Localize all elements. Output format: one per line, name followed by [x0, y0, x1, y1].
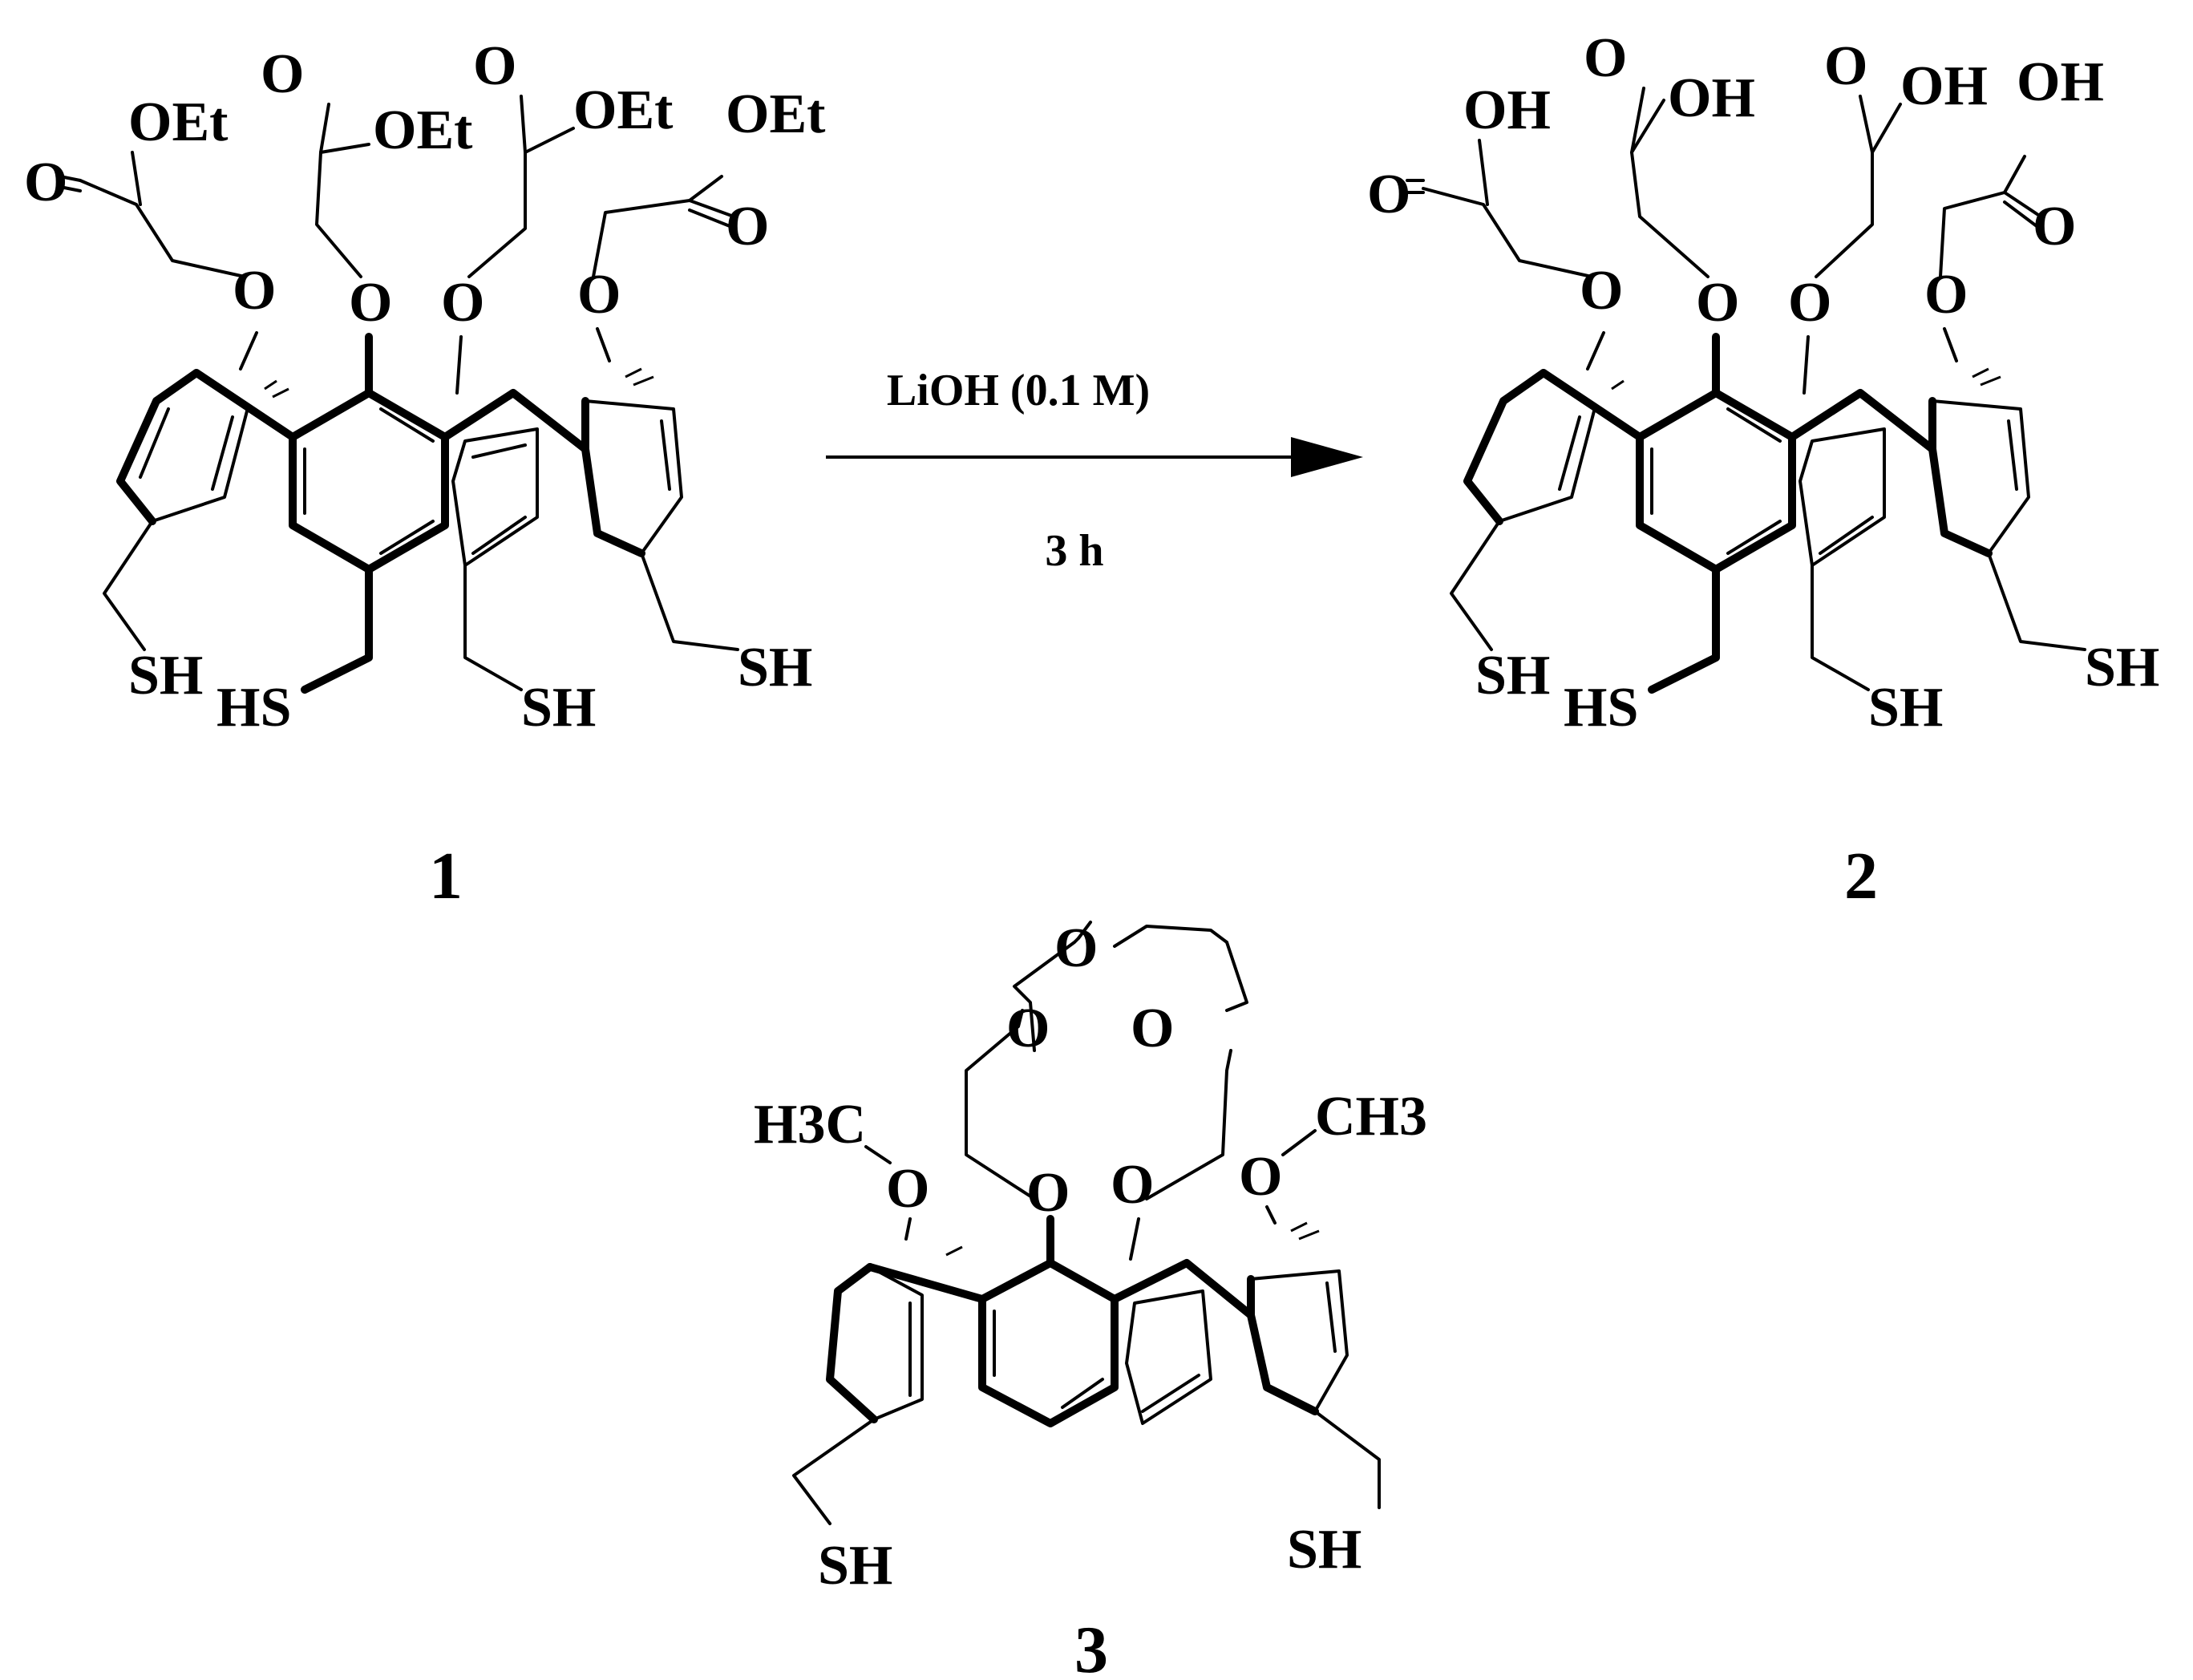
acid-group: OH	[1900, 55, 1988, 117]
ester-group: OEt	[128, 91, 228, 153]
ester-group: OEt	[573, 79, 673, 141]
oxygen-atom: O	[577, 264, 621, 326]
carbonyl-oxygen: O	[261, 43, 304, 105]
thiol-group: HS	[216, 677, 291, 739]
thiol-group: SH	[818, 1535, 892, 1597]
thiol-group: SH	[128, 645, 203, 706]
carbonyl-oxygen: O	[473, 35, 516, 97]
oxygen-atom: O	[1131, 998, 1174, 1059]
oxygen-atom: O	[1111, 1154, 1154, 1216]
oxygen-atom: O	[886, 1158, 929, 1220]
oxygen-atom: O	[233, 260, 276, 322]
oxygen-atom: O	[1696, 272, 1739, 334]
oxygen-atom: O	[1788, 272, 1831, 334]
carbonyl-oxygen: O	[2033, 196, 2076, 257]
oxygen-atom: O	[1239, 1146, 1282, 1208]
aryl-ring-bold	[289, 389, 449, 573]
acid-group: OH	[1668, 67, 1755, 129]
oxygen-atom: O	[1924, 264, 1968, 326]
thiol-group: HS	[1564, 677, 1638, 739]
carbonyl-oxygen: O	[726, 196, 769, 257]
acid-group: OH	[1463, 79, 1551, 141]
carbonyl-oxygen: O	[1584, 27, 1627, 89]
ester-group: OEt	[726, 83, 825, 145]
oxygen-atom: O	[1006, 998, 1050, 1059]
thiol-group: SH	[2085, 637, 2159, 698]
acid-group: OH	[2017, 51, 2104, 113]
compound-3-structure: O O O O O O O H3C CH3 SH SH 3	[754, 917, 1427, 1680]
thiol-group: SH	[738, 637, 812, 698]
compound-2-structure: O O O O O O O O OH OH OH OH SH HS SH SH …	[1367, 27, 2159, 913]
carbonyl-oxygen: O	[24, 152, 67, 213]
compound-label: 3	[1074, 1613, 1108, 1680]
compound-label: 2	[1844, 839, 1878, 913]
reaction-arrow: LiOH (0.1 M) 3 h	[826, 366, 1363, 576]
methyl-group: CH3	[1315, 1086, 1427, 1148]
oxygen-atom: O	[441, 272, 484, 334]
oxygen-atom: O	[1054, 917, 1098, 979]
carbonyl-oxygen: O	[1824, 35, 1867, 97]
aryl-ring-back	[451, 427, 539, 567]
thiol-group: SH	[521, 677, 596, 739]
thiol-group: SH	[1868, 677, 1943, 739]
arrowhead-icon	[1291, 437, 1363, 477]
thiol-group: SH	[1287, 1519, 1362, 1581]
thiol-group: SH	[1475, 645, 1550, 706]
aryl-ring-bold	[978, 1259, 1119, 1427]
compound-1-structure: O O O O O O O O OEt OEt OEt OEt SH HS SH…	[24, 35, 825, 913]
compound-label: 1	[429, 839, 463, 913]
oxygen-atom: O	[1580, 260, 1623, 322]
oxygen-atom: O	[1026, 1162, 1070, 1224]
reagent-label: LiOH (0.1 M)	[887, 366, 1150, 415]
methyl-group: H3C	[754, 1094, 866, 1156]
ester-group: OEt	[373, 99, 472, 161]
oxygen-atom: O	[349, 272, 392, 334]
carbonyl-oxygen: O	[1367, 164, 1410, 225]
time-label: 3 h	[1045, 526, 1103, 576]
aryl-ring-back	[1125, 1289, 1212, 1425]
